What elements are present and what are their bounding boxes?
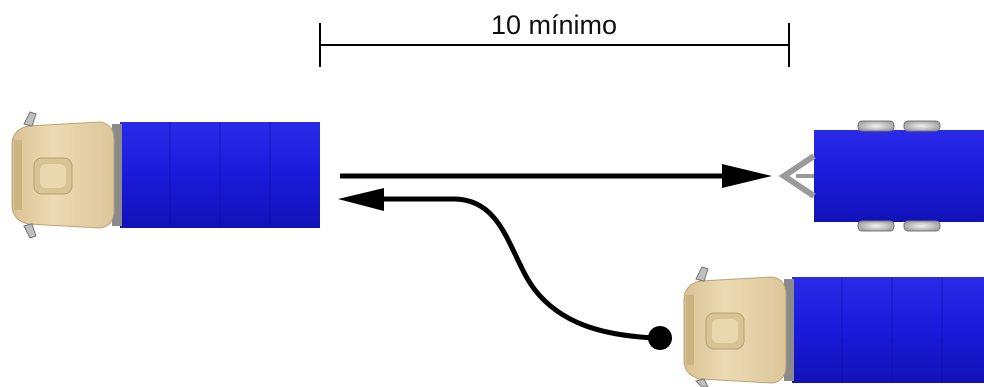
straight-arrow-head (722, 164, 772, 188)
truck-top-view-icon (11, 111, 320, 239)
arrow-icon (338, 188, 672, 350)
mirror-left (23, 111, 37, 127)
start-point-icon (648, 326, 672, 350)
trailer-top-view-icon (778, 120, 984, 232)
cab-windshield (14, 140, 22, 210)
cab-back-frame (112, 124, 122, 226)
dimension-label: 10 mínimo (491, 10, 617, 40)
trailer-box (814, 130, 984, 222)
truck-top-view-icon (683, 266, 984, 387)
arrow-icon (340, 164, 772, 188)
cargo-box (792, 277, 984, 383)
curved-arrow-path (372, 196, 659, 341)
dimension-line: 10 mínimo (319, 10, 790, 67)
trailer-drawbar (778, 153, 816, 199)
cab-hatch-inner (712, 319, 738, 343)
mirror-right (695, 378, 709, 387)
mirror-left (695, 266, 709, 282)
curved-arrow-head (338, 188, 384, 211)
trailer-wheels (857, 120, 941, 232)
cab-windshield (686, 295, 694, 365)
cab-back-frame (784, 279, 794, 381)
cab-hatch-inner (40, 164, 66, 188)
mirror-right (23, 223, 37, 239)
